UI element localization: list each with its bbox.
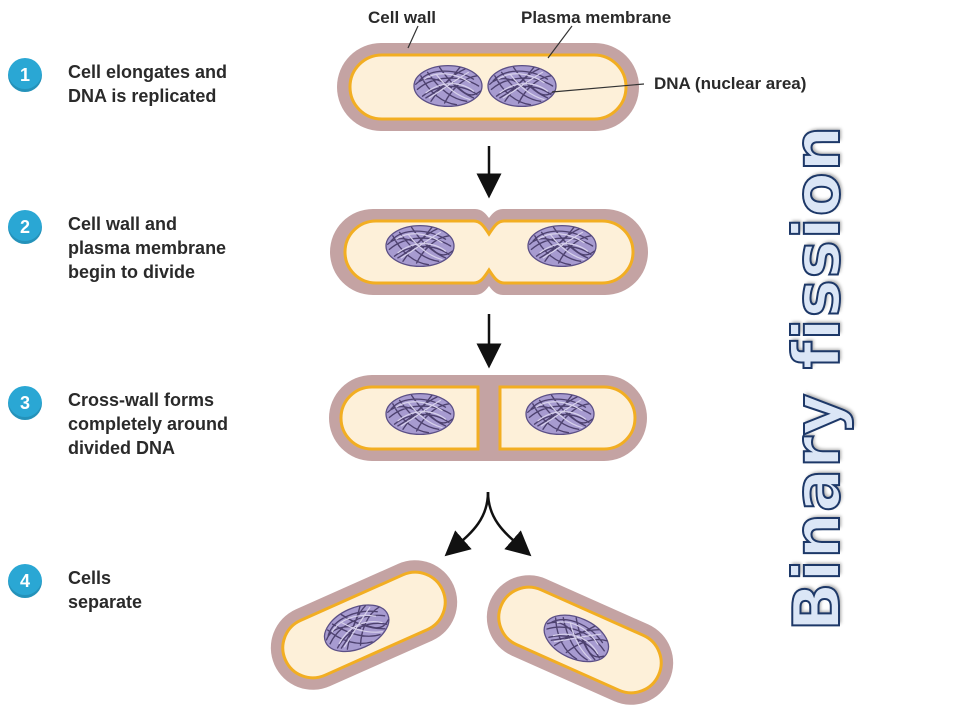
cell-wall-pointer: [407, 25, 419, 49]
step-3-badge: 3: [8, 386, 42, 420]
step-4: 4 Cells separate: [8, 564, 308, 614]
daughter-cell-right: [486, 575, 674, 705]
step-4-text: Cells separate: [68, 568, 143, 612]
step-2-badge: 2: [8, 210, 42, 244]
dna-pointer: [551, 83, 645, 93]
step-4-badge: 4: [8, 564, 42, 598]
plasma-membrane-label: Plasma membrane: [521, 8, 672, 27]
step-1-text: Cell elongates and DNA is replicated: [68, 62, 228, 106]
cell-wall-label: Cell wall: [368, 8, 437, 27]
step-3-text: Cross-wall forms completely around divid…: [68, 390, 229, 458]
step-2-text: Cell wall and plasma membrane begin to d…: [68, 214, 227, 282]
cell-stage-1: [337, 25, 645, 131]
cell-stage-2: [330, 209, 648, 295]
step-1: 1 Cell elongates and DNA is replicated: [8, 58, 308, 108]
split-arrows: [444, 491, 532, 557]
cell-stage-3: [329, 375, 647, 461]
daughter-cell-left: [270, 560, 458, 690]
page-title: Binary fission: [780, 124, 856, 632]
dna-label: DNA (nuclear area): [654, 74, 807, 93]
step-1-badge: 1: [8, 58, 42, 92]
step-2: 2 Cell wall and plasma membrane begin to…: [8, 210, 308, 284]
step-3: 3 Cross-wall forms completely around div…: [8, 386, 308, 460]
plasma-membrane-pointer: [547, 25, 573, 59]
